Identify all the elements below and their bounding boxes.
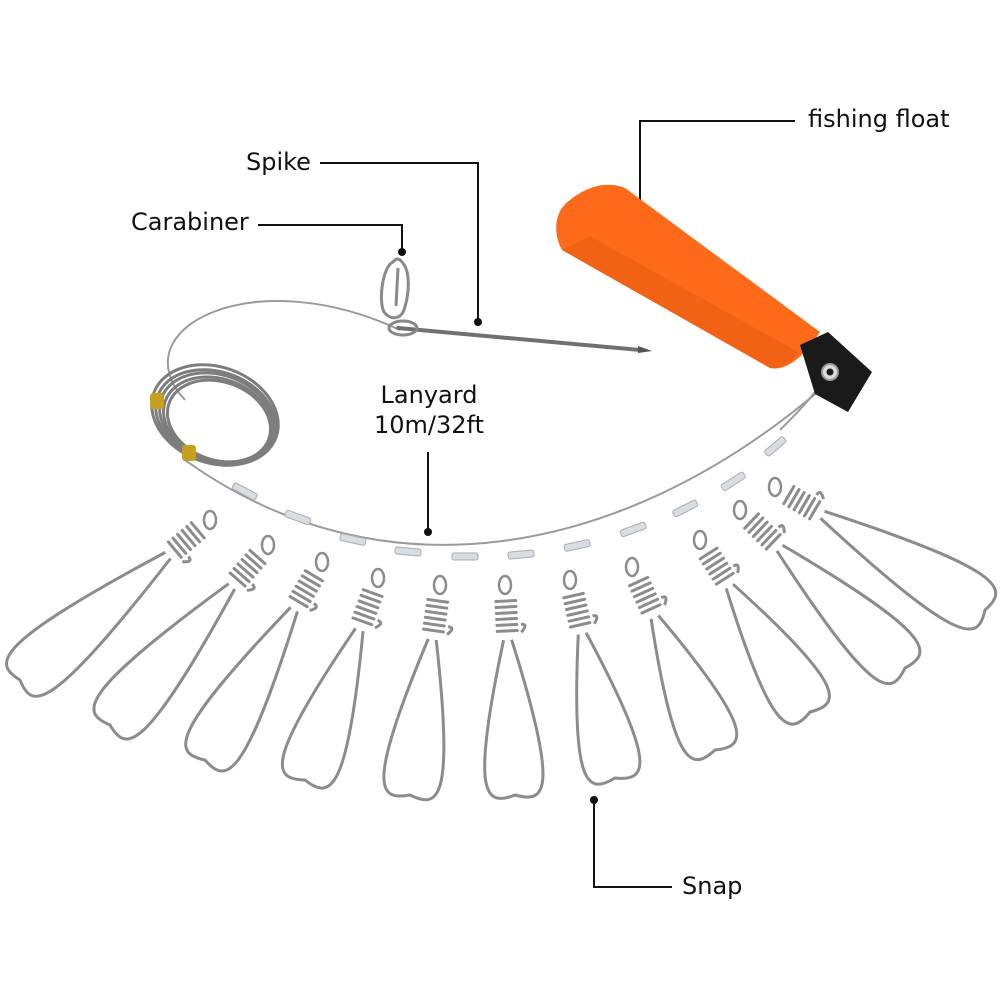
- label-fishing-float: fishing float: [808, 105, 950, 133]
- spike: [387, 319, 652, 353]
- snap: [732, 499, 922, 686]
- snap-hook: [182, 555, 192, 564]
- coil-tape: [150, 393, 196, 461]
- snap-loop: [819, 509, 998, 631]
- snap-hook: [309, 602, 318, 612]
- snap-loop: [184, 606, 299, 773]
- leader-fishing-float: [639, 120, 795, 208]
- snap-hook: [732, 563, 740, 574]
- snap-swivel: [260, 534, 276, 556]
- snap-loop: [483, 639, 545, 800]
- snap: [184, 551, 330, 773]
- snap: [767, 476, 998, 631]
- snap-hook: [520, 622, 527, 634]
- leader-dot-snap: [590, 796, 598, 804]
- snap: [483, 574, 545, 800]
- snap-loop: [92, 582, 237, 741]
- snap-spring: [494, 599, 519, 633]
- snap-spring: [698, 546, 735, 586]
- snap: [92, 534, 276, 741]
- snap: [692, 529, 831, 726]
- fishing-float: [556, 184, 872, 412]
- snap-swivel: [202, 509, 218, 531]
- float-body: [556, 184, 820, 369]
- snap-spring: [628, 575, 662, 615]
- snap-hook: [246, 583, 256, 592]
- snap-swivel: [692, 529, 708, 551]
- snap-loop: [280, 627, 365, 790]
- snap: [382, 574, 454, 802]
- leader-carabiner: [258, 224, 403, 252]
- leader-spike: [320, 162, 479, 322]
- snap-spring: [422, 597, 450, 634]
- main-lanyard-arc: [184, 389, 821, 546]
- snap-loop: [724, 583, 831, 726]
- label-lanyard: Lanyard 10m/32ft: [370, 380, 488, 440]
- snap: [5, 509, 218, 698]
- snap-spring: [166, 521, 206, 559]
- snap-hook: [777, 524, 786, 534]
- lanyard-coil: [150, 363, 280, 467]
- snap-spring: [562, 591, 592, 629]
- snap-swivel: [732, 499, 748, 521]
- label-carabiner: Carabiner: [131, 208, 249, 236]
- snap-spring: [351, 588, 384, 627]
- leader-snap: [593, 800, 672, 888]
- leader-lines: [258, 120, 795, 888]
- snap-swivel: [370, 567, 386, 589]
- lanyard-sleeves: [231, 436, 787, 561]
- label-snap: Snap: [682, 872, 743, 900]
- snap-swivel: [562, 569, 578, 591]
- snap-spring: [743, 512, 782, 551]
- snap: [280, 567, 386, 790]
- snap-loop: [775, 543, 922, 686]
- snap-hook: [660, 595, 668, 606]
- label-lanyard-title: Lanyard: [380, 381, 478, 409]
- snap-swivel: [497, 574, 513, 596]
- snap-loop: [649, 614, 739, 762]
- leader-dot-carabiner: [398, 248, 406, 256]
- float-shade: [562, 236, 798, 369]
- snap-swivel: [624, 556, 640, 578]
- snap-loop: [575, 632, 642, 786]
- leader-dot-spike: [474, 318, 482, 326]
- snap-hook: [374, 618, 383, 630]
- label-lanyard-length: 10m/32ft: [374, 411, 484, 439]
- snap-loop: [382, 638, 446, 802]
- snap-swivel: [314, 551, 330, 573]
- snap-spring: [228, 548, 267, 588]
- snaps: [5, 476, 998, 802]
- snap-hook: [446, 625, 454, 636]
- snap: [562, 569, 642, 786]
- snap-loop: [5, 551, 172, 698]
- leader-dot-lanyard: [424, 528, 432, 536]
- snap-swivel: [432, 574, 448, 596]
- label-spike: Spike: [246, 148, 311, 176]
- snap-swivel: [767, 476, 783, 498]
- snap: [624, 556, 739, 762]
- lanyard-wire-loop: [166, 300, 401, 401]
- snap-hook: [815, 491, 825, 500]
- snap-spring: [782, 484, 822, 521]
- snap-hook: [592, 614, 599, 625]
- carabiner: [379, 257, 410, 320]
- snap-spring: [288, 569, 324, 609]
